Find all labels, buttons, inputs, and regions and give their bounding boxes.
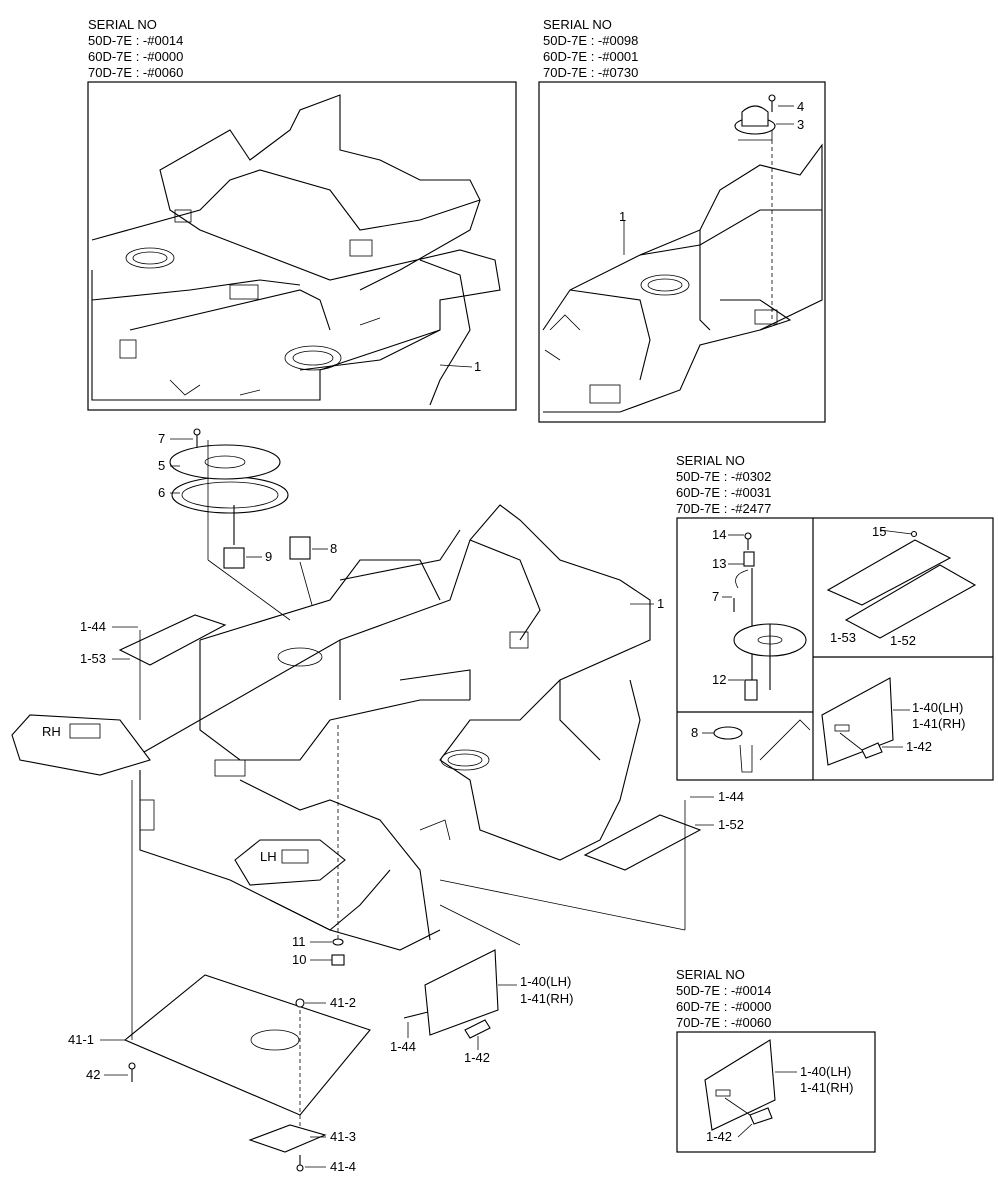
callout-label: 42 <box>86 1067 100 1082</box>
serial-line: 70D-7E : -#0730 <box>543 65 638 80</box>
detail-frame-top-left <box>87 81 517 411</box>
callout-label: 1-40(LH) <box>520 974 571 989</box>
detail-frame-mid-right <box>676 517 994 781</box>
detail-frame-bottom-right <box>676 1031 876 1153</box>
serial-block-bottom-right: SERIAL NO 50D-7E : -#0014 60D-7E : -#000… <box>676 967 771 1030</box>
callout-label: 1-53 <box>80 651 106 666</box>
callout-label: 8 <box>691 725 698 740</box>
callout-label: 1-42 <box>706 1129 732 1144</box>
serial-header: SERIAL NO <box>676 453 745 468</box>
serial-header: SERIAL NO <box>543 17 612 32</box>
serial-line: 70D-7E : -#2477 <box>676 501 771 516</box>
callout-label: 1-41(RH) <box>800 1080 853 1095</box>
callout-label: 8 <box>330 541 337 556</box>
callout-label: 1 <box>474 359 481 374</box>
callout-label: 9 <box>265 549 272 564</box>
callout-label: 1-40(LH) <box>912 700 963 715</box>
callout-label: 1 <box>657 596 664 611</box>
callout-label: 1-44 <box>390 1039 416 1054</box>
callout-label: 6 <box>158 485 165 500</box>
callout-label: 3 <box>797 117 804 132</box>
serial-line: 50D-7E : -#0302 <box>676 469 771 484</box>
lh-label: LH <box>260 849 277 864</box>
serial-line: 70D-7E : -#0060 <box>676 1015 771 1030</box>
callout-label: 1-40(LH) <box>800 1064 851 1079</box>
cap-detail <box>713 719 811 773</box>
serial-line: 60D-7E : -#0001 <box>543 49 638 64</box>
callout-label: 41-4 <box>330 1159 356 1174</box>
fuel-sender-detail <box>733 532 807 701</box>
frame-detail-top-left <box>91 94 501 406</box>
frame-detail-top-right <box>542 94 823 413</box>
callout-label: 1-53 <box>830 630 856 645</box>
serial-header: SERIAL NO <box>88 17 157 32</box>
callout-label: 7 <box>158 431 165 446</box>
serial-line: 60D-7E : -#0000 <box>676 999 771 1014</box>
detail-frame-top-right <box>538 81 826 423</box>
callout-label: 15 <box>872 524 886 539</box>
main-frame-assembly <box>11 428 702 1172</box>
callout-label: 7 <box>712 589 719 604</box>
side-cover-detail-bottom <box>704 1039 776 1131</box>
step-plates-detail <box>826 529 977 639</box>
callout-label: 12 <box>712 672 726 687</box>
callout-label: 1-41(RH) <box>912 716 965 731</box>
callout-label: 10 <box>292 952 306 967</box>
serial-header: SERIAL NO <box>676 967 745 982</box>
callout-label: 13 <box>712 556 726 571</box>
callout-label: 41-3 <box>330 1129 356 1144</box>
serial-line: 50D-7E : -#0014 <box>676 983 771 998</box>
serial-line: 50D-7E : -#0098 <box>543 33 638 48</box>
serial-block-mid-right: SERIAL NO 50D-7E : -#0302 60D-7E : -#003… <box>676 453 771 516</box>
serial-line: 60D-7E : -#0000 <box>88 49 183 64</box>
callout-label: 1-41(RH) <box>520 991 573 1006</box>
side-cover-detail <box>821 677 894 766</box>
callout-label: 1-44 <box>718 789 744 804</box>
callout-label: 1-52 <box>890 633 916 648</box>
callout-label: 41-2 <box>330 995 356 1010</box>
serial-block-top-right: SERIAL NO 50D-7E : -#0098 60D-7E : -#000… <box>543 17 638 80</box>
serial-line: 50D-7E : -#0014 <box>88 33 183 48</box>
rh-label: RH <box>42 724 61 739</box>
callout-label: 5 <box>158 458 165 473</box>
callout-label: 1-42 <box>906 739 932 754</box>
serial-block-top-left: SERIAL NO 50D-7E : -#0014 60D-7E : -#000… <box>88 17 183 80</box>
callout-label: 14 <box>712 527 726 542</box>
callout-label: 1-44 <box>80 619 106 634</box>
callout-label: 1-52 <box>718 817 744 832</box>
serial-line: 60D-7E : -#0031 <box>676 485 771 500</box>
callout-label: 11 <box>292 934 306 949</box>
callout-label: 1 <box>619 209 626 224</box>
callout-label: 4 <box>797 99 804 114</box>
callout-label: 41-1 <box>68 1032 94 1047</box>
serial-line: 70D-7E : -#0060 <box>88 65 183 80</box>
callout-label: 1-42 <box>464 1050 490 1065</box>
